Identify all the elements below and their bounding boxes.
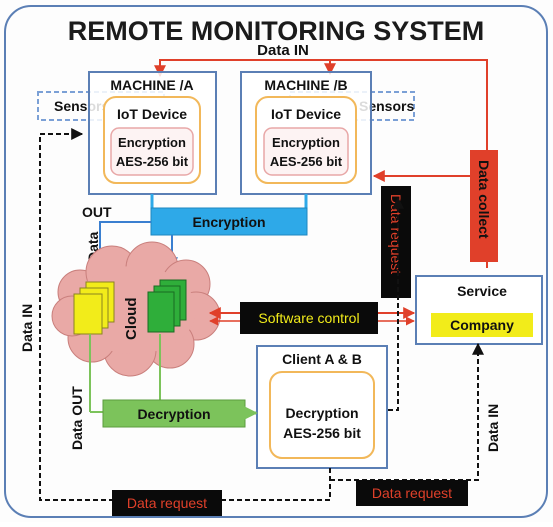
software-control-bar [240, 302, 378, 334]
data-request-bottom-left-bar [112, 490, 222, 516]
software-control-label: Software control [258, 310, 359, 326]
data-request-vertical-label: Data request [388, 194, 404, 274]
data-request-bottom-right-bar [356, 480, 468, 506]
encryption-a-line2: AES-256 bit [116, 154, 189, 169]
data-request-bottom-left-label: Data request [127, 495, 207, 511]
data-out-left-label: Data OUT [69, 386, 85, 450]
data-in-top-label: Data IN [257, 42, 309, 59]
data-in-right-label: Data IN [485, 404, 501, 452]
encryption-a-line1: Encryption [118, 135, 186, 150]
company-label: Company [450, 317, 514, 333]
company-box [431, 313, 533, 337]
encryption-a-box [110, 127, 194, 176]
encryption-b-line2: AES-256 bit [270, 154, 343, 169]
encryption-b-line1: Encryption [272, 135, 340, 150]
data-collect-label: Data collect [476, 160, 492, 239]
outer-frame [4, 5, 548, 518]
data-collect-bar [470, 150, 498, 262]
data-in-left-dashed-path [39, 128, 331, 501]
iot-device-b-label: IoT Device [271, 106, 341, 122]
encryption-bar [150, 207, 308, 236]
decryption-client-line2: AES-256 bit [283, 425, 361, 441]
iot-device-a-label: IoT Device [117, 106, 187, 122]
encryption-b-box [263, 127, 349, 176]
cloud-label: Cloud [123, 298, 140, 341]
decryption-client-box [269, 371, 375, 459]
decryption-bar-label: Decryption [137, 406, 210, 422]
data-request-bottom-right-label: Data request [372, 485, 452, 501]
yellow-server-stack [73, 281, 115, 335]
encryption-bar-label: Encryption [192, 214, 265, 230]
machine-b-label: MACHINE /B [264, 77, 347, 93]
client-label: Client A & B [282, 351, 362, 367]
service-label: Service [457, 283, 507, 299]
machine-a-label: MACHINE /A [110, 77, 193, 93]
out-label: OUT [82, 204, 112, 220]
decryption-client-line1: Decryption [285, 405, 358, 421]
green-server-stack [147, 279, 187, 333]
data-in-left-label: Data IN [19, 304, 35, 352]
diagram-title: REMOTE MONITORING SYSTEM [68, 16, 485, 46]
sensors-right-label: Sensors [359, 98, 414, 114]
